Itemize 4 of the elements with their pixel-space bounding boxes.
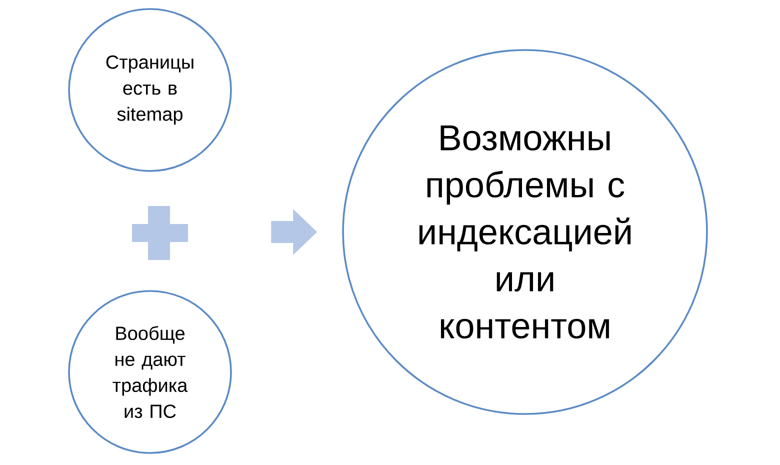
circle-node: Возможны проблемы с индексацией или контентом <box>342 49 708 415</box>
circle-node: Страницы есть в sitemap <box>68 8 232 172</box>
block-arrow <box>271 209 318 255</box>
circle-node: Вообще не дают трафика из ПС <box>68 290 232 454</box>
